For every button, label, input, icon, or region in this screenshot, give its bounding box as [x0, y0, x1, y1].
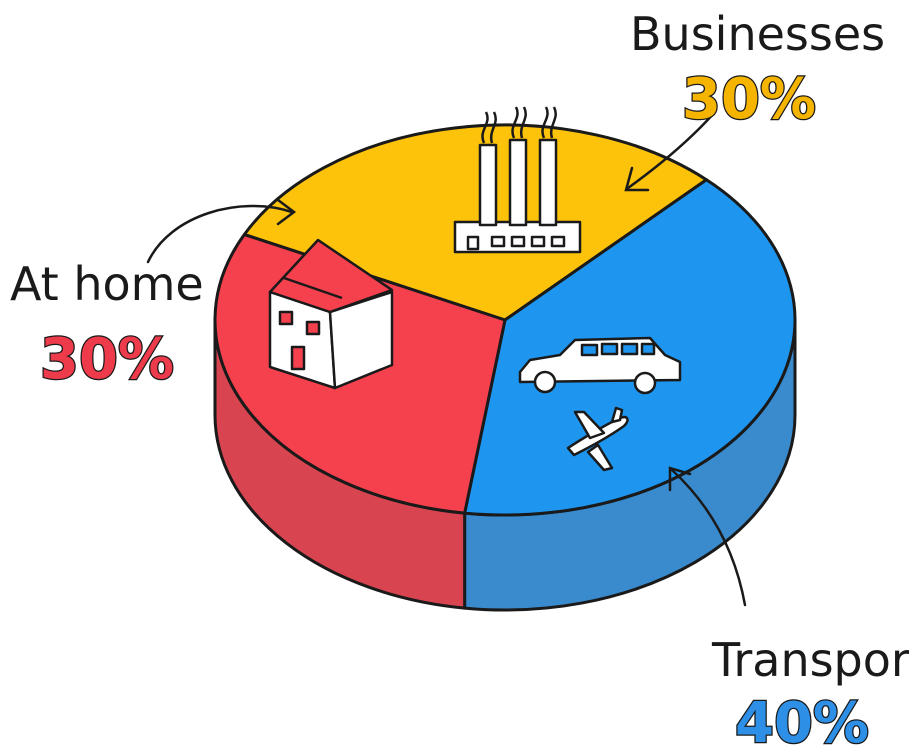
arrow-transport-head — [668, 466, 692, 492]
value-at-home: 30% — [40, 327, 174, 392]
arrow-at-home-head — [276, 198, 297, 226]
annotation-arrows — [146, 110, 747, 607]
label-businesses: Businesses — [630, 7, 885, 61]
arrow-transport — [670, 468, 747, 607]
car-icon — [518, 336, 682, 395]
label-transport: Transport — [711, 633, 909, 687]
value-transport: 40% — [735, 691, 869, 751]
arrow-at-home — [146, 204, 294, 264]
house-icon — [268, 238, 394, 390]
arrow-businesses — [626, 110, 717, 190]
arrow-businesses-head — [624, 166, 650, 192]
airplane-icon — [566, 406, 629, 472]
label-at-home: At home — [10, 257, 204, 311]
value-businesses: 30% — [682, 67, 816, 132]
factory-icon — [453, 106, 582, 254]
